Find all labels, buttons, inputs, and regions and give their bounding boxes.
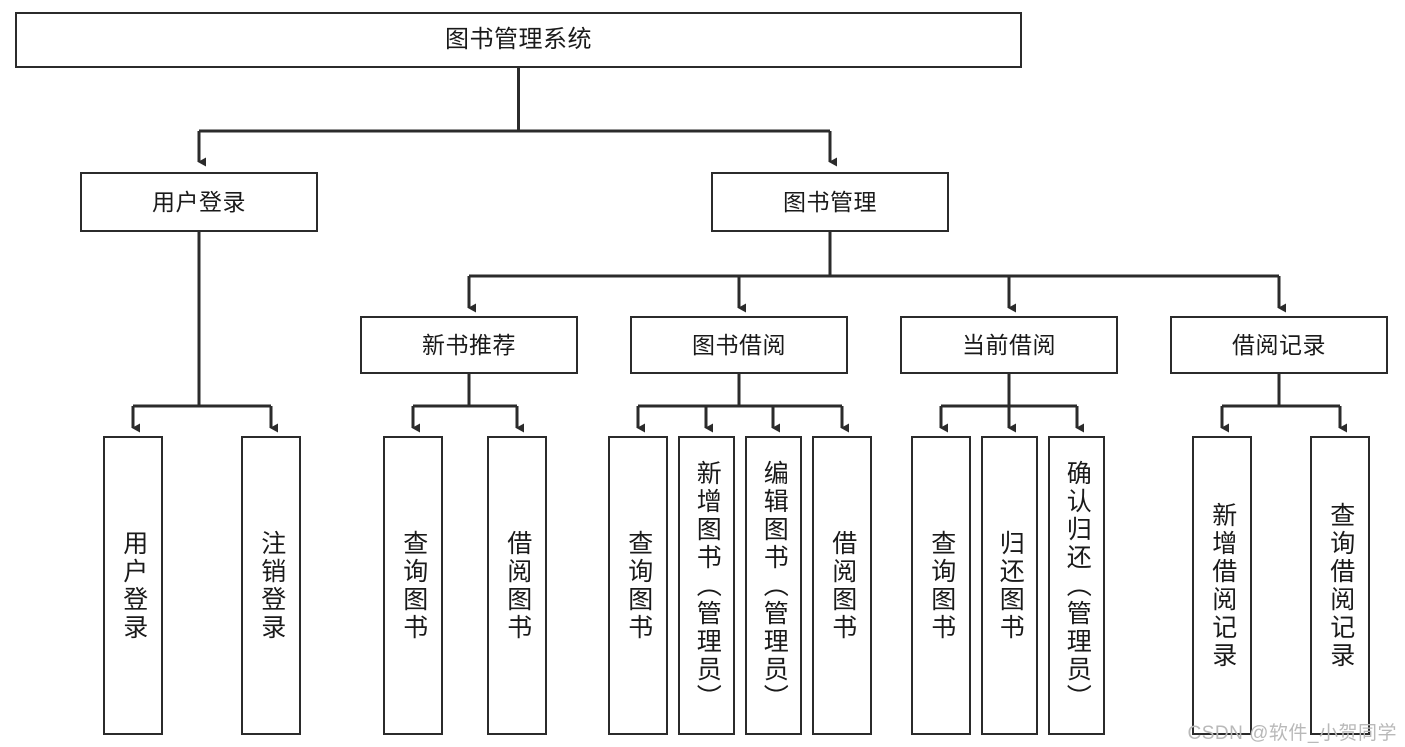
leaf-return-book[interactable]: 归还图书 [981,436,1038,735]
node-label: 归还图书 [996,529,1025,642]
leaf-confirm-return-admin[interactable]: 确认归还（管理员） [1048,436,1105,735]
node-label: 查询图书 [399,529,428,642]
node-book-borrow[interactable]: 图书借阅 [630,316,848,374]
leaf-query-book-borrow[interactable]: 查询图书 [608,436,668,735]
node-label: 借阅图书 [828,529,857,642]
node-label: 查询图书 [624,529,653,642]
node-label: 图书管理系统 [445,26,592,54]
node-user-login[interactable]: 用户登录 [80,172,318,232]
node-new-book-recommend[interactable]: 新书推荐 [360,316,578,374]
leaf-user-login[interactable]: 用户登录 [103,436,163,735]
node-label: 用户登录 [152,188,246,215]
leaf-logout[interactable]: 注销登录 [241,436,301,735]
node-book-management[interactable]: 图书管理 [711,172,949,232]
node-label: 编辑图书（管理员） [760,459,789,712]
node-label: 用户登录 [119,529,148,642]
node-label: 新增借阅记录 [1208,501,1237,670]
node-label: 新书推荐 [422,331,516,358]
node-label: 查询图书 [927,529,956,642]
node-label: 查询借阅记录 [1326,501,1355,670]
node-label: 借阅记录 [1232,331,1326,358]
leaf-edit-book-admin[interactable]: 编辑图书（管理员） [745,436,802,735]
node-label: 借阅图书 [503,529,532,642]
node-label: 当前借阅 [962,331,1056,358]
leaf-borrow-book[interactable]: 借阅图书 [812,436,872,735]
node-label: 图书管理 [783,188,877,215]
leaf-query-borrow-record[interactable]: 查询借阅记录 [1310,436,1370,735]
node-label: 确认归还（管理员） [1063,459,1092,712]
leaf-add-book-admin[interactable]: 新增图书（管理员） [678,436,735,735]
node-label: 图书借阅 [692,331,786,358]
node-root-book-management-system[interactable]: 图书管理系统 [15,12,1022,68]
leaf-query-book-recommend[interactable]: 查询图书 [383,436,443,735]
leaf-query-book-current[interactable]: 查询图书 [911,436,971,735]
watermark-text: CSDN @软件_小贺同学 [1187,723,1397,744]
leaf-add-borrow-record[interactable]: 新增借阅记录 [1192,436,1252,735]
leaf-borrow-book-recommend[interactable]: 借阅图书 [487,436,547,735]
node-borrow-record[interactable]: 借阅记录 [1170,316,1388,374]
node-current-borrow[interactable]: 当前借阅 [900,316,1118,374]
node-label: 注销登录 [257,529,286,642]
node-label: 新增图书（管理员） [693,459,722,712]
